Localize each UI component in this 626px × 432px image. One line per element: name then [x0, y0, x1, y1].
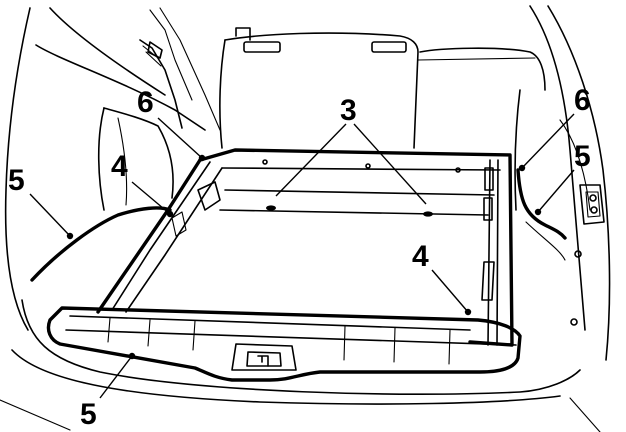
callout-labels: 5 6 4 3 6 5 4 5: [8, 84, 591, 431]
leader-dot-5-left: [66, 232, 74, 240]
leader-4-right: [431, 269, 469, 313]
leader-3b: [353, 123, 427, 205]
leader-3a: [275, 123, 347, 197]
leader-dot-4-left: [166, 210, 174, 218]
right-side-trim: [525, 5, 611, 361]
callout-3: 3: [340, 94, 357, 127]
leader-6-left: [157, 117, 203, 159]
leader-5-bottom: [99, 355, 133, 399]
rear-seat-backs: [219, 27, 546, 211]
rear-sill-plate: [0, 299, 601, 432]
callout-4-right: 4: [412, 240, 429, 273]
left-side-trim: [4, 7, 221, 331]
callout-4-left: 4: [111, 150, 128, 183]
cargo-net-cords: [30, 168, 567, 282]
callout-5-bottom: 5: [80, 398, 97, 431]
callout-5-left: 5: [8, 164, 25, 197]
leader-6-right: [521, 113, 575, 169]
callout-5-right: 5: [574, 140, 591, 173]
leader-dot-4-right: [464, 308, 472, 316]
leader-dot-5-right: [534, 208, 542, 216]
leader-dot-6-left: [198, 154, 206, 162]
leader-5-left: [29, 193, 71, 237]
leader-5-right: [537, 169, 575, 213]
callout-6-left: 6: [137, 86, 154, 119]
leader-lines: [29, 113, 575, 399]
callout-6-right: 6: [574, 84, 591, 117]
leader-dot-5-bottom: [128, 352, 136, 360]
leader-4-left: [131, 181, 171, 215]
leader-dot-6-right: [518, 164, 526, 172]
left-seat-back: [139, 39, 183, 129]
